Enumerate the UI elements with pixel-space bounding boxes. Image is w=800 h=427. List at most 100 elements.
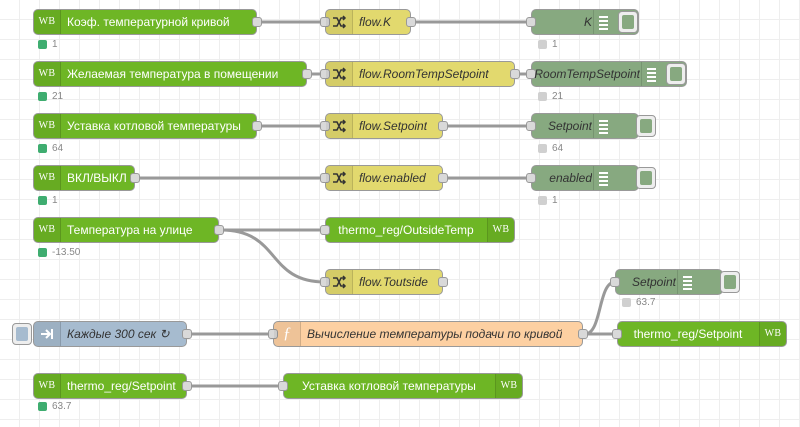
node-label: ВКЛ/ВЫКЛ bbox=[67, 171, 127, 185]
output-port[interactable] bbox=[438, 277, 448, 287]
input-port[interactable] bbox=[526, 121, 536, 131]
debug-node-room-temp[interactable]: RoomTempSetpoint bbox=[526, 61, 687, 87]
output-port[interactable] bbox=[578, 329, 588, 339]
debug-toggle-button[interactable] bbox=[666, 63, 686, 85]
status-dot bbox=[38, 144, 47, 153]
status-dot bbox=[38, 248, 47, 257]
debug-toggle-button[interactable] bbox=[636, 167, 656, 189]
shuffle-icon bbox=[326, 10, 353, 34]
status-text: 1 bbox=[52, 195, 58, 206]
status-text: 21 bbox=[552, 91, 564, 102]
wb-node-desired-temp[interactable]: WB Желаемая температура в помещении bbox=[33, 61, 312, 87]
status-dot bbox=[538, 40, 547, 49]
output-port[interactable] bbox=[438, 121, 448, 131]
output-port[interactable] bbox=[252, 121, 262, 131]
wb-icon: WB bbox=[495, 374, 522, 398]
change-node-room-temp[interactable]: flow.RoomTempSetpoint bbox=[320, 61, 520, 87]
status-text: 64 bbox=[552, 143, 564, 154]
node-label: Вычисление температуры подачи по кривой bbox=[307, 327, 563, 341]
wb-node-thermo-setpoint[interactable]: WB thermo_reg/Setpoint bbox=[33, 373, 192, 399]
node-label: flow.RoomTempSetpoint bbox=[359, 67, 489, 81]
output-port[interactable] bbox=[252, 17, 262, 27]
debug-node-calc-setpoint[interactable]: Setpoint bbox=[610, 269, 723, 295]
status-text: -13.50 bbox=[52, 247, 81, 258]
input-port[interactable] bbox=[320, 17, 330, 27]
wb-node-coef[interactable]: WB Коэф. температурной кривой bbox=[33, 9, 262, 35]
function-icon: ƒ bbox=[274, 322, 301, 346]
status-dot bbox=[538, 144, 547, 153]
input-port[interactable] bbox=[526, 17, 536, 27]
output-port[interactable] bbox=[182, 329, 192, 339]
wb-out-node-outside-temp[interactable]: thermo_reg/OutsideTemp WB bbox=[320, 217, 515, 243]
status-dot bbox=[538, 196, 547, 205]
node-label: Уставка котловой температуры bbox=[67, 119, 241, 133]
function-node-calc[interactable]: ƒ Вычисление температуры подачи по криво… bbox=[268, 321, 588, 347]
output-port[interactable] bbox=[214, 225, 224, 235]
node-label: thermo_reg/Setpoint bbox=[633, 327, 743, 341]
change-node-toutside[interactable]: flow.Toutside bbox=[320, 269, 448, 295]
input-port[interactable] bbox=[610, 277, 620, 287]
input-port[interactable] bbox=[320, 121, 330, 131]
debug-toggle-button[interactable] bbox=[636, 115, 656, 137]
node-label: flow.enabled bbox=[359, 171, 426, 185]
output-port[interactable] bbox=[438, 173, 448, 183]
node-label: Коэф. температурной кривой bbox=[67, 15, 230, 29]
node-label: Setpoint bbox=[631, 275, 676, 289]
status-text: 64 bbox=[52, 143, 64, 154]
input-port[interactable] bbox=[320, 173, 330, 183]
output-port[interactable] bbox=[302, 69, 312, 79]
list-icon bbox=[593, 114, 612, 138]
input-port[interactable] bbox=[320, 69, 330, 79]
shuffle-icon bbox=[326, 114, 353, 138]
wb-icon: WB bbox=[34, 114, 61, 138]
wire-outside-to-flowtoutside bbox=[220, 228, 326, 284]
status-text: 1 bbox=[552, 39, 558, 50]
inject-trigger-button[interactable] bbox=[12, 323, 32, 345]
status-text: 1 bbox=[552, 195, 558, 206]
input-port[interactable] bbox=[320, 225, 330, 235]
input-port[interactable] bbox=[612, 329, 622, 339]
input-port[interactable] bbox=[278, 381, 288, 391]
list-icon bbox=[677, 270, 696, 294]
inject-node-every-300s[interactable]: Каждые 300 сек ↻ bbox=[33, 321, 192, 347]
node-label: enabled bbox=[549, 171, 592, 185]
shuffle-icon bbox=[326, 270, 353, 294]
node-label: flow.K bbox=[359, 15, 392, 29]
status-text: 63.7 bbox=[52, 401, 72, 412]
debug-toggle-button[interactable] bbox=[720, 271, 740, 293]
status-dot bbox=[622, 298, 631, 307]
output-port[interactable] bbox=[406, 17, 416, 27]
change-node-enabled[interactable]: flow.enabled bbox=[320, 165, 448, 191]
status-dot bbox=[38, 92, 47, 101]
wb-out-node-thermo-setpoint[interactable]: thermo_reg/Setpoint WB bbox=[612, 321, 787, 347]
debug-toggle-button[interactable] bbox=[618, 11, 638, 33]
input-port[interactable] bbox=[526, 173, 536, 183]
output-port[interactable] bbox=[130, 173, 140, 183]
wb-node-onoff[interactable]: WB ВКЛ/ВЫКЛ bbox=[33, 165, 140, 191]
change-node-setpoint[interactable]: flow.Setpoint bbox=[320, 113, 448, 139]
output-port[interactable] bbox=[182, 381, 192, 391]
wb-node-outside-temp[interactable]: WB Температура на улице bbox=[33, 217, 224, 243]
wb-icon: WB bbox=[34, 62, 61, 86]
wb-out-node-boiler-setpoint[interactable]: Уставка котловой температуры WB bbox=[278, 373, 523, 399]
list-icon bbox=[593, 166, 612, 190]
wire-function-to-debug bbox=[584, 280, 616, 336]
status-text: 21 bbox=[52, 91, 64, 102]
output-port[interactable] bbox=[510, 69, 520, 79]
wb-icon: WB bbox=[487, 218, 514, 242]
node-label: RoomTempSetpoint bbox=[534, 67, 640, 81]
wb-icon: WB bbox=[759, 322, 786, 346]
input-port[interactable] bbox=[268, 329, 278, 339]
list-icon bbox=[641, 62, 660, 86]
debug-node-setpoint[interactable]: Setpoint bbox=[526, 113, 639, 139]
wb-icon: WB bbox=[34, 374, 61, 398]
wb-icon: WB bbox=[34, 10, 61, 34]
input-port[interactable] bbox=[526, 69, 536, 79]
change-node-k[interactable]: flow.K bbox=[320, 9, 416, 35]
wb-node-boiler-setpoint[interactable]: WB Уставка котловой температуры bbox=[33, 113, 262, 139]
node-label: Температура на улице bbox=[67, 223, 193, 237]
input-port[interactable] bbox=[320, 277, 330, 287]
debug-node-enabled[interactable]: enabled bbox=[526, 165, 639, 191]
node-label: thermo_reg/OutsideTemp bbox=[338, 223, 474, 237]
status-dot bbox=[38, 402, 47, 411]
